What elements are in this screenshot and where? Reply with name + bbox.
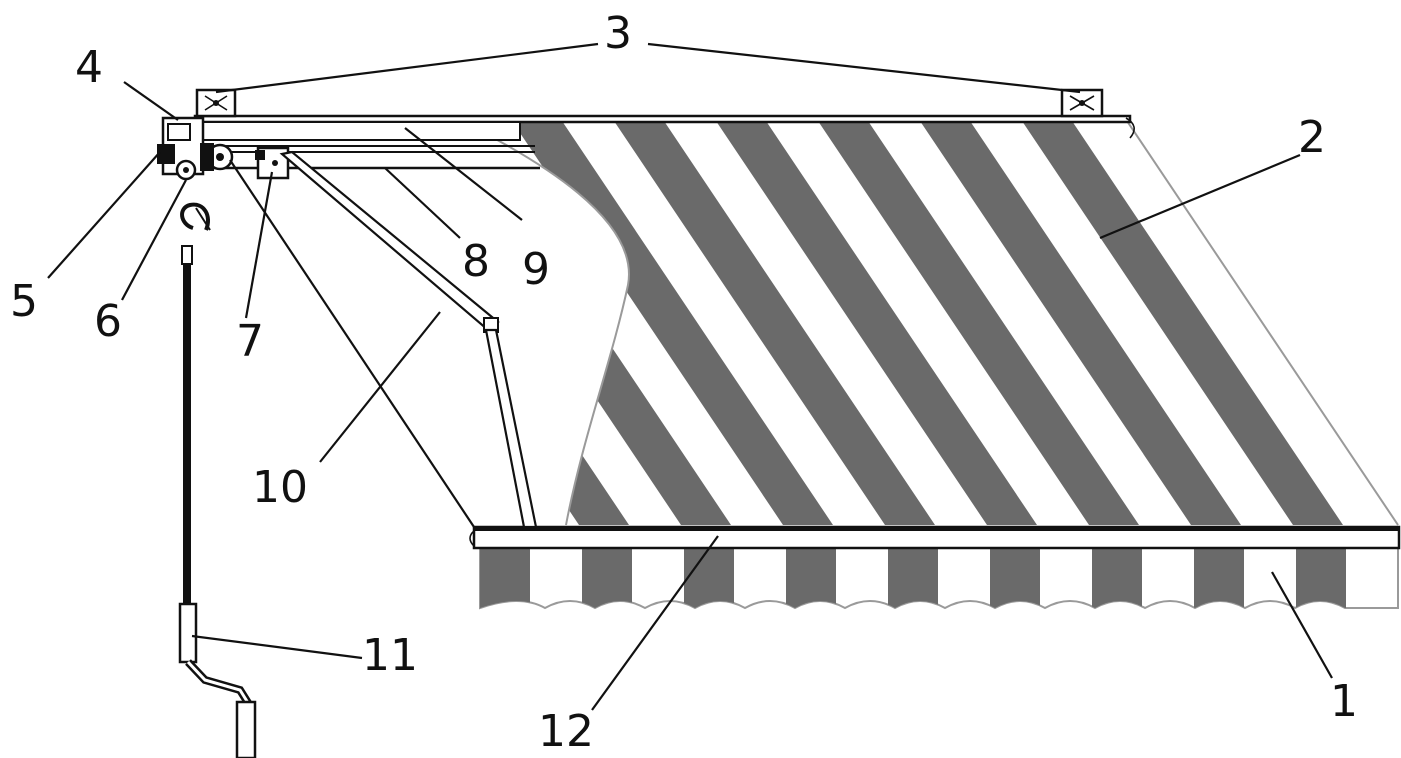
- label-1: 1: [1330, 676, 1358, 727]
- gear-head-assembly: [157, 116, 234, 181]
- crank-handle-icon: [185, 659, 257, 758]
- label-7: 7: [236, 316, 264, 367]
- label-8: 8: [462, 236, 490, 287]
- label-4: 4: [75, 42, 103, 93]
- part-labels: 3 4 2 8 9 5 6 7 10 11 1 12: [10, 8, 1358, 757]
- crank-rod: [178, 264, 198, 664]
- label-2: 2: [1298, 112, 1326, 163]
- leader-lines: [47, 42, 1333, 711]
- label-6: 6: [94, 296, 122, 347]
- label-10: 10: [252, 462, 308, 513]
- valance-stripes: [480, 548, 1346, 608]
- label-11: 11: [362, 630, 418, 681]
- label-12: 12: [538, 706, 594, 757]
- support-line: [229, 159, 475, 528]
- front-bar: [469, 525, 1401, 550]
- label-3: 3: [604, 8, 632, 59]
- label-5: 5: [10, 276, 38, 327]
- mounting-bracket-icon: [195, 88, 237, 118]
- folding-arm: [279, 150, 538, 529]
- valance: [479, 547, 1399, 610]
- hook-icon: [180, 202, 211, 265]
- label-9: 9: [522, 244, 550, 295]
- mounting-bracket-icon: [1060, 88, 1104, 118]
